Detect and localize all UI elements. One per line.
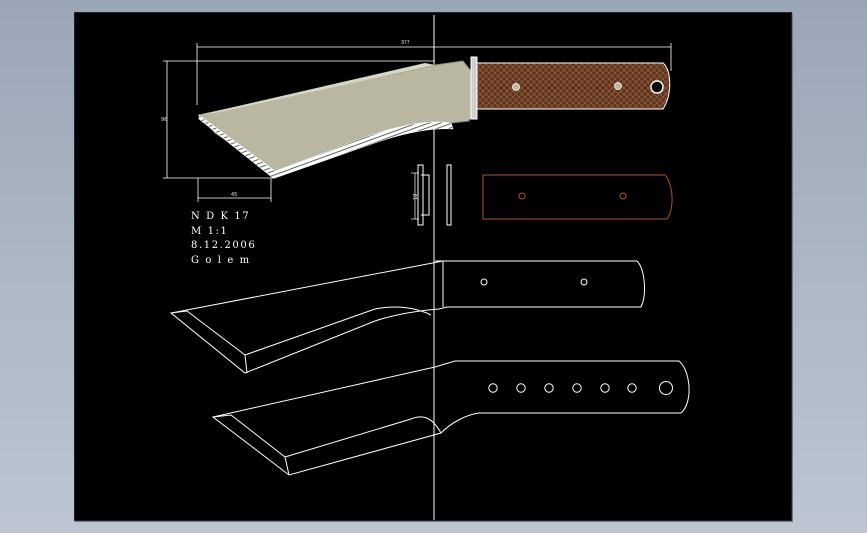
handle-cross-section xyxy=(411,164,452,226)
blade-height-dimension xyxy=(163,60,435,179)
note-author: G o l e m xyxy=(191,255,251,266)
overall-length-dimension xyxy=(196,43,672,105)
overall-length-label: 3?? xyxy=(401,40,410,46)
handle-scale xyxy=(476,62,671,110)
handle-thickness-label: 18 xyxy=(413,194,419,200)
blade-spine-bevel xyxy=(199,63,435,115)
handle-scale-outline xyxy=(482,174,673,220)
note-date: 8.12.2006 xyxy=(191,240,256,251)
note-scale: M 1:1 xyxy=(191,226,229,237)
blade-edge-bevel xyxy=(198,114,454,179)
edge-width-label: 45 xyxy=(231,192,237,198)
handle-pin-hole xyxy=(614,82,622,90)
lanyard-hole xyxy=(650,80,664,94)
guard xyxy=(470,56,478,120)
handle-pin-hole xyxy=(512,83,520,91)
rendered-knife: 3?? 96 45 xyxy=(161,40,672,202)
note-model: N D K 17 xyxy=(191,211,250,222)
drawing-notes: N D K 17 M 1:1 8.12.2006 G o l e m xyxy=(191,211,256,266)
knife-drawing-canvas: 3?? 96 45 N D K 17 M 1:1 8.12. xyxy=(161,15,690,520)
blade-height-label: 96 xyxy=(161,117,167,123)
knife-profile-multi-hole xyxy=(211,360,690,476)
edge-width-dimension xyxy=(197,178,272,202)
knife-profile-two-hole xyxy=(169,260,645,374)
cad-drawing-viewport[interactable]: 3?? 96 45 N D K 17 M 1:1 8.12. xyxy=(74,12,792,521)
